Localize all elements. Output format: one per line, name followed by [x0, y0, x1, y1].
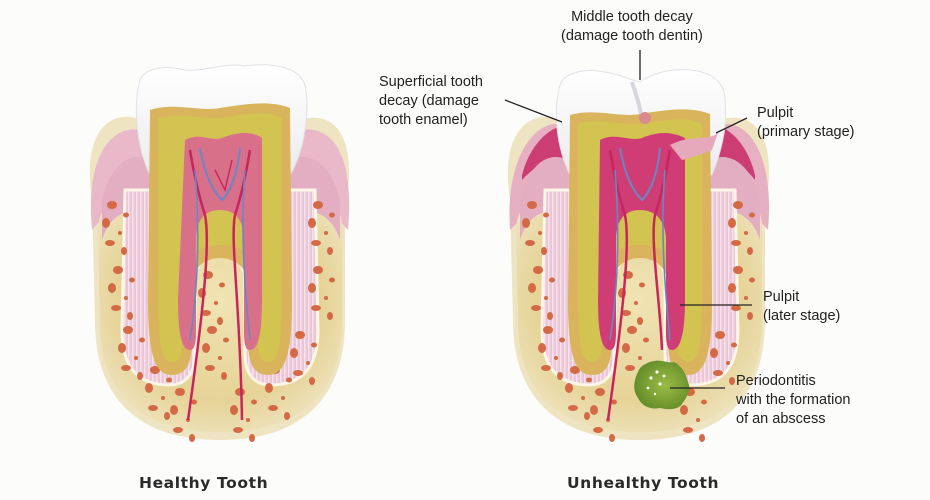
- pulpit-primary-leader-line: [715, 117, 748, 134]
- healthy-tooth-illustration: [89, 64, 350, 442]
- caption-unhealthy-tooth: Unhealthy Tooth: [567, 474, 720, 492]
- superficial-decay-leader-line: [504, 99, 563, 123]
- annotation-superficial-decay: Superficial tooth decay (damage tooth en…: [379, 74, 483, 128]
- abscess: [634, 360, 690, 410]
- unhealthy-tooth-illustration: [504, 50, 770, 442]
- annotation-pulpit-later: Pulpit (later stage): [763, 289, 841, 324]
- annotation-middle-decay: Middle tooth decay (damage tooth dentin): [561, 9, 703, 44]
- caption-healthy-tooth: Healthy Tooth: [139, 474, 269, 492]
- annotation-periodontitis: Periodontitis with the formation of an a…: [736, 373, 851, 427]
- annotation-pulpit-primary: Pulpit (primary stage): [757, 105, 855, 140]
